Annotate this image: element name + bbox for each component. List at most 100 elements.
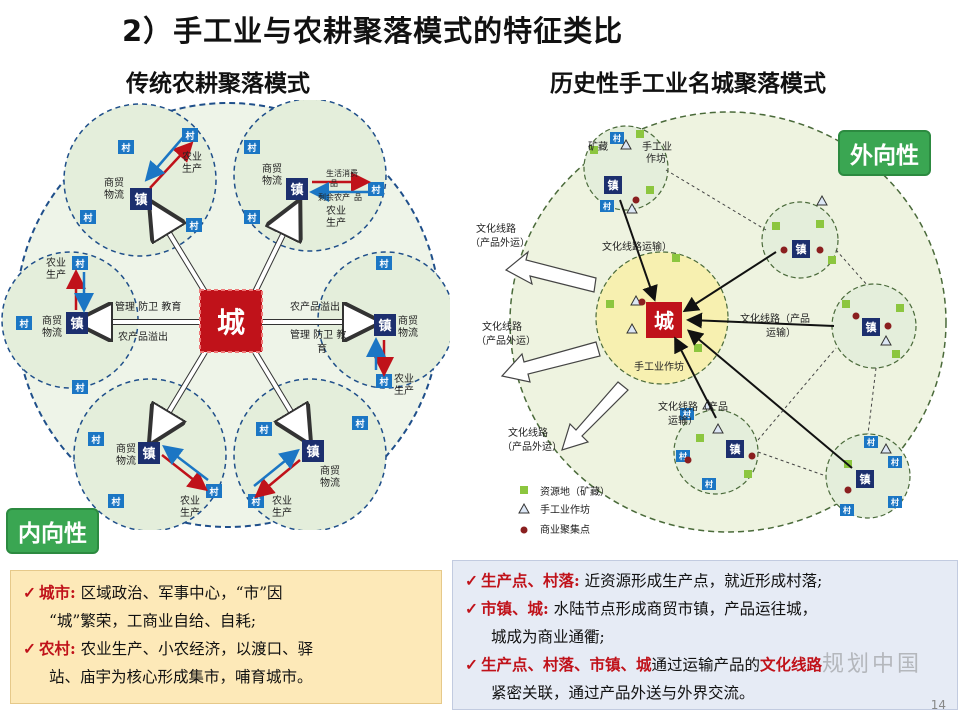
- inter-town-links: [665, 169, 877, 477]
- page-title: 2）手工业与农耕聚落模式的特征类比: [122, 14, 624, 48]
- svg-text:运输）: 运输）: [642, 240, 672, 253]
- svg-text:村: 村: [209, 486, 218, 498]
- svg-text:镇: 镇: [378, 318, 391, 334]
- svg-text:村: 村: [121, 142, 130, 154]
- svg-text:城: 城: [654, 309, 674, 333]
- svg-text:村: 村: [91, 434, 100, 446]
- svg-text:商贸: 商贸: [320, 464, 340, 477]
- outward-tag: 外向性: [838, 130, 931, 176]
- city-node: 城: [646, 302, 682, 338]
- svg-text:物流: 物流: [320, 476, 340, 489]
- svg-text:村: 村: [613, 133, 621, 143]
- svg-text:资源地（矿藏）: 资源地（矿藏）: [540, 485, 610, 498]
- svg-text:村: 村: [83, 212, 92, 224]
- town-top-left: 镇: [130, 188, 152, 210]
- town-mid-right: 镇: [374, 314, 396, 336]
- note-town: ✓市镇、城: 水陆节点形成商贸市镇，产品运往城， 城成为商业通衢;: [465, 599, 818, 646]
- svg-text:村: 村: [891, 497, 899, 507]
- svg-text:文化线路: 文化线路: [508, 426, 548, 439]
- admin-label-right-b: 育: [317, 342, 327, 355]
- svg-text:村: 村: [355, 418, 364, 430]
- svg-text:村: 村: [259, 424, 268, 436]
- svg-text:镇: 镇: [866, 320, 877, 334]
- city-workshop-label: 手工业作坊: [634, 360, 684, 373]
- svg-text:农业: 农业: [326, 204, 346, 217]
- produce-out-label-left: 农产品溢出: [118, 330, 168, 343]
- svg-text:农业: 农业: [180, 494, 200, 507]
- town-bottom-left: 镇: [138, 442, 160, 464]
- svg-text:文化线路: 文化线路: [482, 320, 522, 333]
- transport-arrows: [619, 199, 853, 469]
- svg-text:手工业作坊: 手工业作坊: [540, 503, 590, 516]
- check-icon: ✓: [23, 583, 36, 602]
- svg-text:生产: 生产: [180, 506, 200, 519]
- svg-text:村: 村: [679, 451, 687, 461]
- agrarian-settlement-diagram: 管理 防卫 教育 农产品溢出 农产品溢出 管理 防卫 教 育 城 镇 镇 镇 镇…: [1, 100, 450, 530]
- svg-text:村: 村: [843, 505, 851, 515]
- svg-text:（产品外运）: （产品外运）: [476, 334, 536, 347]
- svg-text:文化线路: 文化线路: [476, 222, 516, 235]
- left-notes-box: ✓城市: 区域政治、军事中心，“市”因 “城”繁荣，工商业自给、自耗; ✓农村:…: [10, 570, 442, 704]
- svg-text:物流: 物流: [398, 326, 418, 339]
- svg-text:村: 村: [75, 382, 84, 394]
- svg-text:（产品外运）: （产品外运）: [470, 236, 530, 249]
- note-village: ✓农村: 农业生产、小农经济，以渡口、驿 站、庙宇为核心形成集市，哺育城市。: [23, 639, 314, 686]
- svg-text:商贸: 商贸: [262, 162, 282, 175]
- svg-text:村: 村: [247, 142, 256, 154]
- svg-text:镇: 镇: [134, 192, 147, 208]
- svg-text:村: 村: [185, 130, 194, 142]
- svg-text:生产: 生产: [326, 216, 346, 229]
- city-town-links: [85, 210, 370, 435]
- town-bottom-right: 镇: [302, 440, 324, 462]
- svg-text:村: 村: [19, 318, 28, 330]
- svg-text:镇: 镇: [860, 472, 871, 486]
- svg-text:农业: 农业: [272, 494, 292, 507]
- svg-text:村: 村: [683, 409, 691, 419]
- svg-text:物流: 物流: [262, 174, 282, 187]
- svg-text:商贸: 商贸: [398, 314, 418, 327]
- svg-text:手工业: 手工业: [642, 140, 672, 153]
- svg-text:矿藏: 矿藏: [588, 140, 608, 153]
- svg-text:镇: 镇: [290, 182, 303, 198]
- svg-text:运输）: 运输）: [668, 414, 698, 427]
- svg-text:农业: 农业: [46, 256, 66, 269]
- svg-text:商业聚集点: 商业聚集点: [540, 523, 590, 536]
- svg-text:（产品外运）: （产品外运）: [502, 440, 562, 453]
- svg-text:村: 村: [603, 201, 611, 211]
- check-icon: ✓: [465, 655, 478, 674]
- svg-text:村: 村: [111, 496, 120, 508]
- svg-text:村: 村: [75, 258, 84, 270]
- svg-text:物流: 物流: [42, 326, 62, 339]
- satellite-towns: 镇 镇 镇 镇 镇: [604, 176, 880, 488]
- admin-label-left: 管理 防卫 教育: [115, 300, 181, 313]
- svg-text:物流: 物流: [116, 454, 136, 467]
- note-network: ✓生产点、村落、市镇、城通过运输产品的文化线路 紧密关联，通过产品外送与外界交流…: [465, 655, 823, 702]
- cluster-top-right: [233, 100, 387, 252]
- svg-text:品: 品: [330, 179, 338, 188]
- svg-text:文化线路: 文化线路: [602, 240, 642, 253]
- note-production: ✓生产点、村落: 近资源形成生产点，就近形成村落;: [465, 571, 823, 590]
- svg-text:商贸: 商贸: [116, 442, 136, 455]
- right-panel-title: 历史性手工业名城聚落模式: [550, 71, 826, 97]
- svg-text:村: 村: [189, 220, 198, 232]
- svg-text:镇: 镇: [730, 442, 741, 456]
- svg-text:作坊: 作坊: [646, 152, 666, 165]
- svg-text:文化线路（产品: 文化线路（产品: [658, 400, 728, 413]
- villages-left: 村 村 村 村 村 村 村 村 村 村 村 村 村 村 村 村 村 村: [16, 128, 392, 508]
- svg-text:文化线路（产品: 文化线路（产品: [740, 312, 810, 325]
- svg-text:村: 村: [251, 496, 260, 508]
- legend: 资源地（矿藏） 手工业作坊 商业聚集点: [518, 485, 610, 536]
- town-mid-left: 镇: [66, 312, 88, 334]
- svg-text:村: 村: [705, 479, 713, 489]
- svg-text:生活消费: 生活消费: [326, 168, 358, 178]
- check-icon: ✓: [465, 571, 478, 590]
- check-icon: ✓: [465, 599, 478, 618]
- svg-text:镇: 镇: [306, 444, 319, 460]
- watermark: 规划中国: [821, 652, 922, 677]
- outward-route-arrows: [500, 250, 629, 451]
- svg-text:商贸: 商贸: [42, 314, 62, 327]
- svg-text:村: 村: [379, 258, 388, 270]
- market-points: [632, 196, 892, 494]
- svg-text:村: 村: [867, 437, 875, 447]
- transport-labels: 文化线路运输） 文化线路（产品运输） 文化线路（产品运输） 矿藏 手工业作坊: [588, 140, 810, 427]
